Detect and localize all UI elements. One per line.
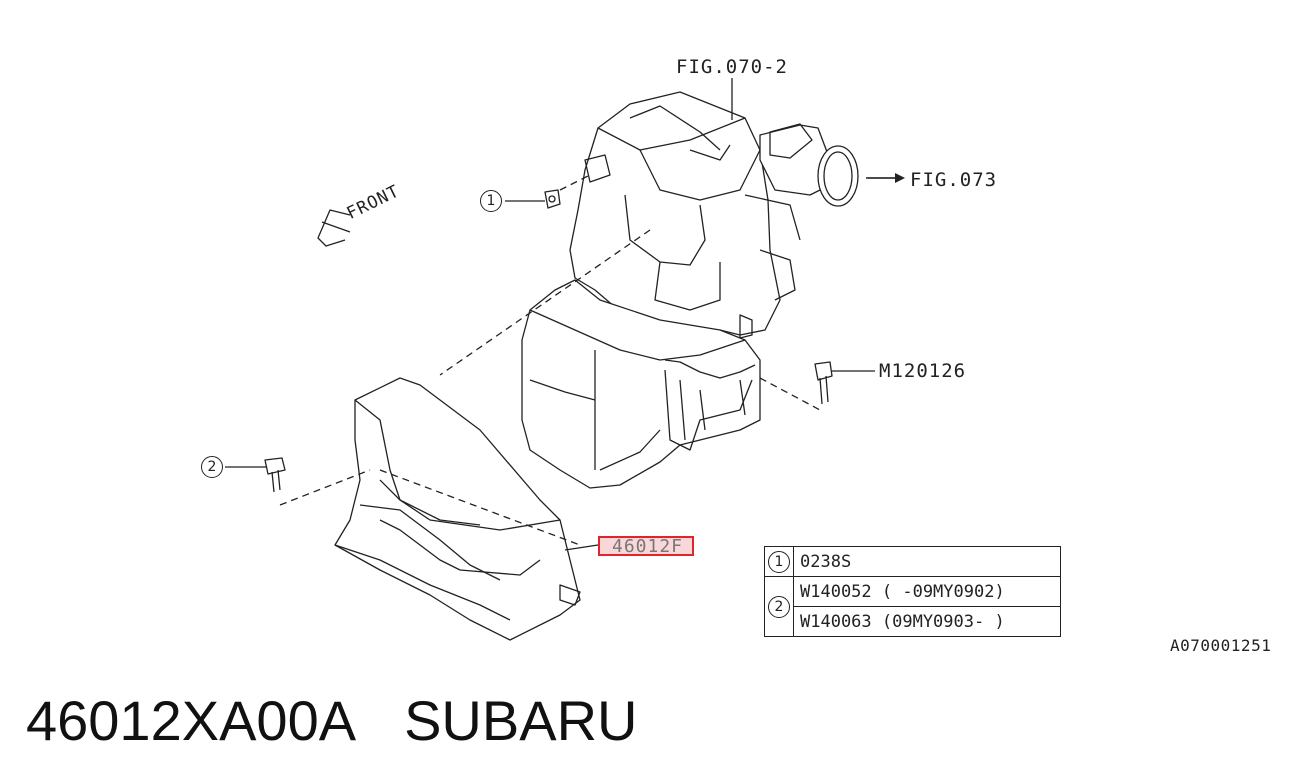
assembly-lines <box>279 174 821 546</box>
callout-1-marker: 1 <box>480 190 502 212</box>
fig-073-label: FIG.073 <box>910 169 998 191</box>
intake-duct-part <box>334 377 581 641</box>
diagram-code: A070001251 <box>1170 636 1272 655</box>
table-row: 2 W140052 ( -09MY0902) <box>764 576 1061 637</box>
highlighted-part-label: 46012F <box>612 536 684 557</box>
brand-name: SUBARU <box>404 689 638 752</box>
table-row: W140063 (09MY0903- ) <box>765 606 1061 637</box>
table-cell: W140052 ( -09MY0902) <box>793 576 1061 607</box>
bolt-fastener <box>814 361 833 405</box>
table-row: 1 0238S <box>764 546 1061 577</box>
clip-fastener <box>264 457 286 493</box>
reference-table: 1 0238S 2 W140052 ( -09MY0902) W140063 (… <box>764 546 1061 637</box>
nut-fastener <box>544 189 561 209</box>
callout-2-marker: 2 <box>201 456 223 478</box>
parts-diagram <box>225 78 905 641</box>
air-box-housing <box>569 91 801 341</box>
table-cell: W140063 (09MY0903- ) <box>793 606 1061 637</box>
table-cell: 0238S <box>793 546 1061 577</box>
highlighted-part-box[interactable] <box>598 536 694 556</box>
resonator-box <box>521 279 761 489</box>
part-caption: 46012XA00A SUBARU <box>26 688 637 753</box>
row-key-2: 2 <box>768 595 790 618</box>
row-key-1: 1 <box>768 550 790 573</box>
bolt-part-label: M120126 <box>879 360 967 382</box>
arrow-head-icon <box>895 173 905 183</box>
intake-snorkel <box>759 123 859 207</box>
part-number: 46012XA00A <box>26 689 357 752</box>
fig-070-2-label: FIG.070-2 <box>676 56 788 78</box>
front-arrow-icon <box>317 209 351 247</box>
